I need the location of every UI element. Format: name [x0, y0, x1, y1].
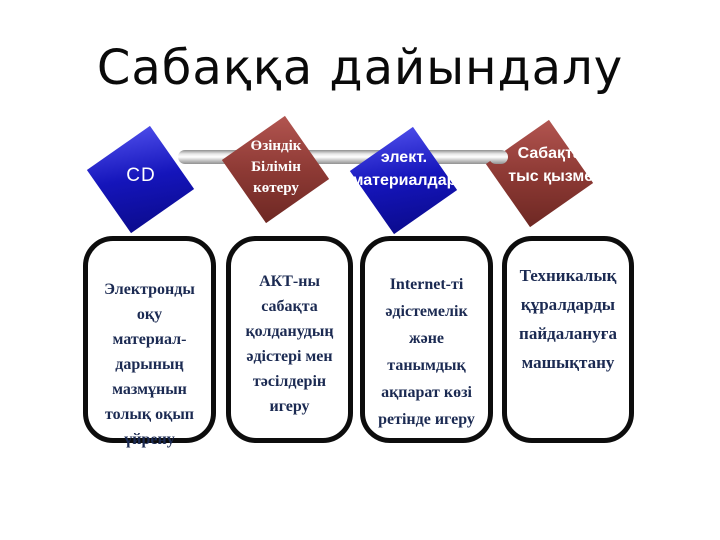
- connector-cap: [489, 150, 508, 164]
- diamond-label-self-education: Өзіндік Білімін көтеру: [250, 138, 302, 196]
- card-internet-resource: Internet-ті әдістемелік және танымдық ақ…: [360, 236, 493, 443]
- diamond-label-electronic-materials: элект. материалдар: [351, 149, 457, 189]
- card-technical-tools: Техникалық құралдарды пайдалануға машықт…: [502, 236, 634, 443]
- diamond-label-extracurricular: Сабақтан тыс қызмет: [508, 145, 601, 185]
- card-electronic-study: Электронды оқу материал- дарының мазмұны…: [83, 236, 216, 448]
- card-ict-methods: АКТ-ны сабақта қолданудың әдістері мен т…: [226, 236, 353, 443]
- slide-title: Сабаққа дайындалу: [96, 40, 624, 96]
- diamond-label-cd: CD: [126, 165, 156, 186]
